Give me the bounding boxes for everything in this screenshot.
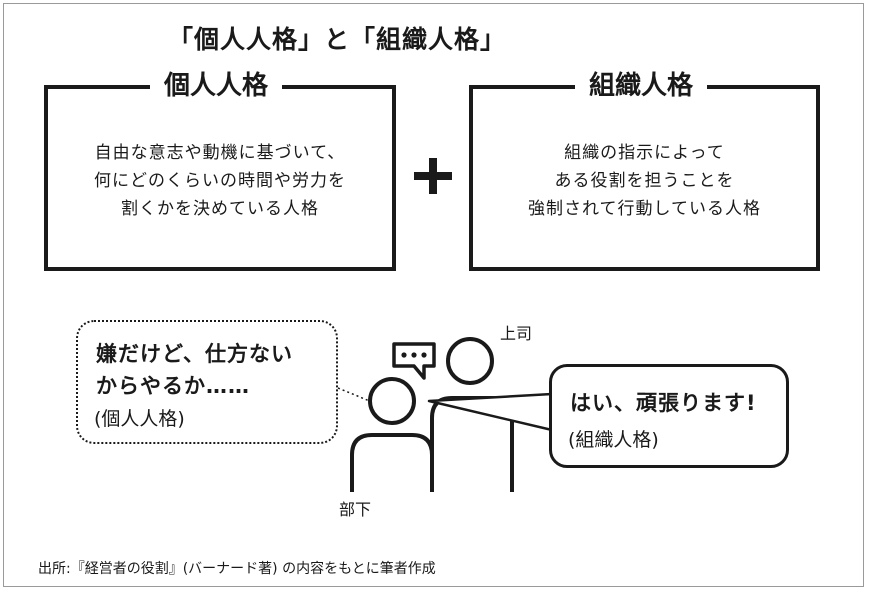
organizational-personality-description: 組織の指示によって ある役割を担うことを 強制されて行動している人格 [473,139,816,223]
description-line: 強制されて行動している人格 [528,199,761,219]
personal-personality-label: 個人人格 [150,71,283,101]
thought-line-1: 嫌だけど、仕方ない [96,342,293,366]
personal-personality-description: 自由な意志や動機に基づいて、 何にどのくらいの時間や労力を 割くかを決めている人… [48,139,392,223]
plus-icon [414,158,452,194]
thought-line-2: からやるか…… [96,374,250,398]
thought-connector [337,387,373,403]
subordinate-speech-bubble: はい、頑張ります! (組織人格) [549,364,789,468]
personal-personality-box: 個人人格 自由な意志や動機に基づいて、 何にどのくらいの時間や労力を 割くかを決… [44,71,396,271]
description-line: ある役割を担うことを [554,171,735,191]
thought-tag: (個人人格) [94,408,185,430]
speech-tag: (組織人格) [568,429,659,451]
figure-frame [3,3,864,587]
description-line: 割くかを決めている人格 [121,199,319,219]
description-line: 組織の指示によって [564,143,725,163]
organizational-personality-label: 組織人格 [575,71,708,101]
subordinate-label: 部下 [339,500,372,519]
speech-pointer [427,392,554,432]
source-note: 出所:『経営者の役割』(バーナード著) の内容をもとに筆者作成 [38,561,436,577]
boss-label: 上司 [500,324,533,343]
organizational-personality-box: 組織人格 組織の指示によって ある役割を担うことを 強制されて行動している人格 [469,71,820,271]
subordinate-thought-bubble: 嫌だけど、仕方ない からやるか…… (個人人格) [76,320,338,444]
description-line: 自由な意志や動機に基づいて、 [94,143,346,163]
speech-line: はい、頑張ります! [570,391,757,415]
chat-dots-icon [392,342,436,380]
figure-title: 「個人人格」と「組織人格」 [168,25,507,54]
description-line: 何にどのくらいの時間や労力を [94,171,346,191]
subordinate-person-icon [350,377,434,492]
